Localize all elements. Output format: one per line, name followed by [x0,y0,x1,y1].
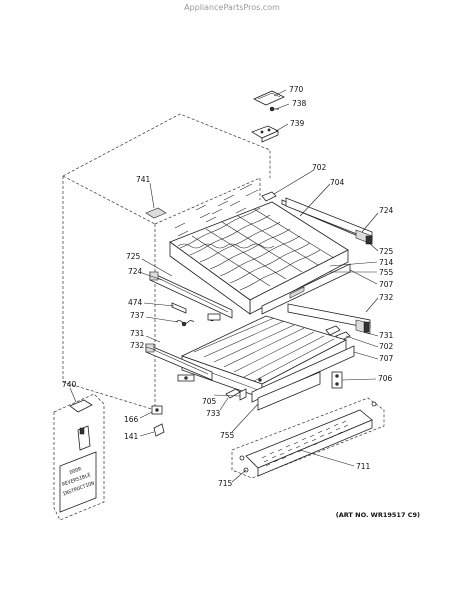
label-737[interactable]: 737 [130,311,145,320]
label-733[interactable]: 733 [206,409,221,418]
art-number: (ART NO. WR19517 C9) [336,511,420,519]
label-715[interactable]: 715 [218,479,233,488]
label-705[interactable]: 705 [202,397,217,406]
label-739[interactable]: 739 [290,119,305,128]
part-706-handle [331,371,343,389]
part-702-bracket-top [261,191,277,202]
part-732-slide-right [287,303,371,335]
label-770[interactable]: 770 [289,85,304,94]
label-731-right[interactable]: 731 [379,331,394,340]
part-705-corner [239,388,247,401]
label-706[interactable]: 706 [378,374,393,383]
label-732-left[interactable]: 732 [130,341,145,350]
part-733-bracket [225,388,241,399]
watermark: AppliancePartsPros.com [184,3,280,12]
cabinet-outline [62,113,271,411]
label-741[interactable]: 741 [136,175,151,184]
label-707-upper[interactable]: 707 [379,280,394,289]
label-711[interactable]: 711 [356,462,371,471]
label-725-left[interactable]: 725 [126,252,141,261]
label-755-upper[interactable]: 755 [379,268,394,277]
label-704[interactable]: 704 [330,178,345,187]
label-724-right[interactable]: 724 [379,206,394,215]
part-739-hinge [251,125,279,143]
label-702-top[interactable]: 702 [312,163,327,172]
label-141[interactable]: 141 [124,432,139,441]
part-737-spring [175,320,195,327]
upper-wine-rack [169,201,349,315]
part-741-plate [145,207,167,219]
part-141-pin [153,423,165,437]
part-166-hinge [151,405,163,415]
part-755-toe-trim [257,371,321,411]
part-724-slide-left [149,271,233,322]
label-755-lower[interactable]: 755 [220,431,235,440]
label-166[interactable]: 166 [124,415,139,424]
part-738-screw [269,106,279,112]
label-725-right[interactable]: 725 [379,247,394,256]
part-740-door-kit [53,393,105,521]
part-707-front-trim [251,345,355,403]
part-711-kick-plate [231,397,385,479]
lower-drawer [180,315,348,399]
label-740[interactable]: 740 [62,380,77,389]
part-labels: 770 738 739 741 702 704 724 725 714 755 … [62,85,394,488]
label-714[interactable]: 714 [379,258,394,267]
label-731-left[interactable]: 731 [130,329,145,338]
leader-lines [69,89,379,483]
label-474[interactable]: 474 [128,298,143,307]
part-724-slide-right [285,197,373,245]
label-738[interactable]: 738 [292,99,307,108]
label-707-lower[interactable]: 707 [379,354,394,363]
label-732-right[interactable]: 732 [379,293,394,302]
instruction-card-line-1: DOOR [69,466,83,476]
label-724-left[interactable]: 724 [128,267,143,276]
label-702-lower[interactable]: 702 [379,342,394,351]
part-474-clip [171,302,187,314]
part-702-bracket-lower [325,325,351,342]
